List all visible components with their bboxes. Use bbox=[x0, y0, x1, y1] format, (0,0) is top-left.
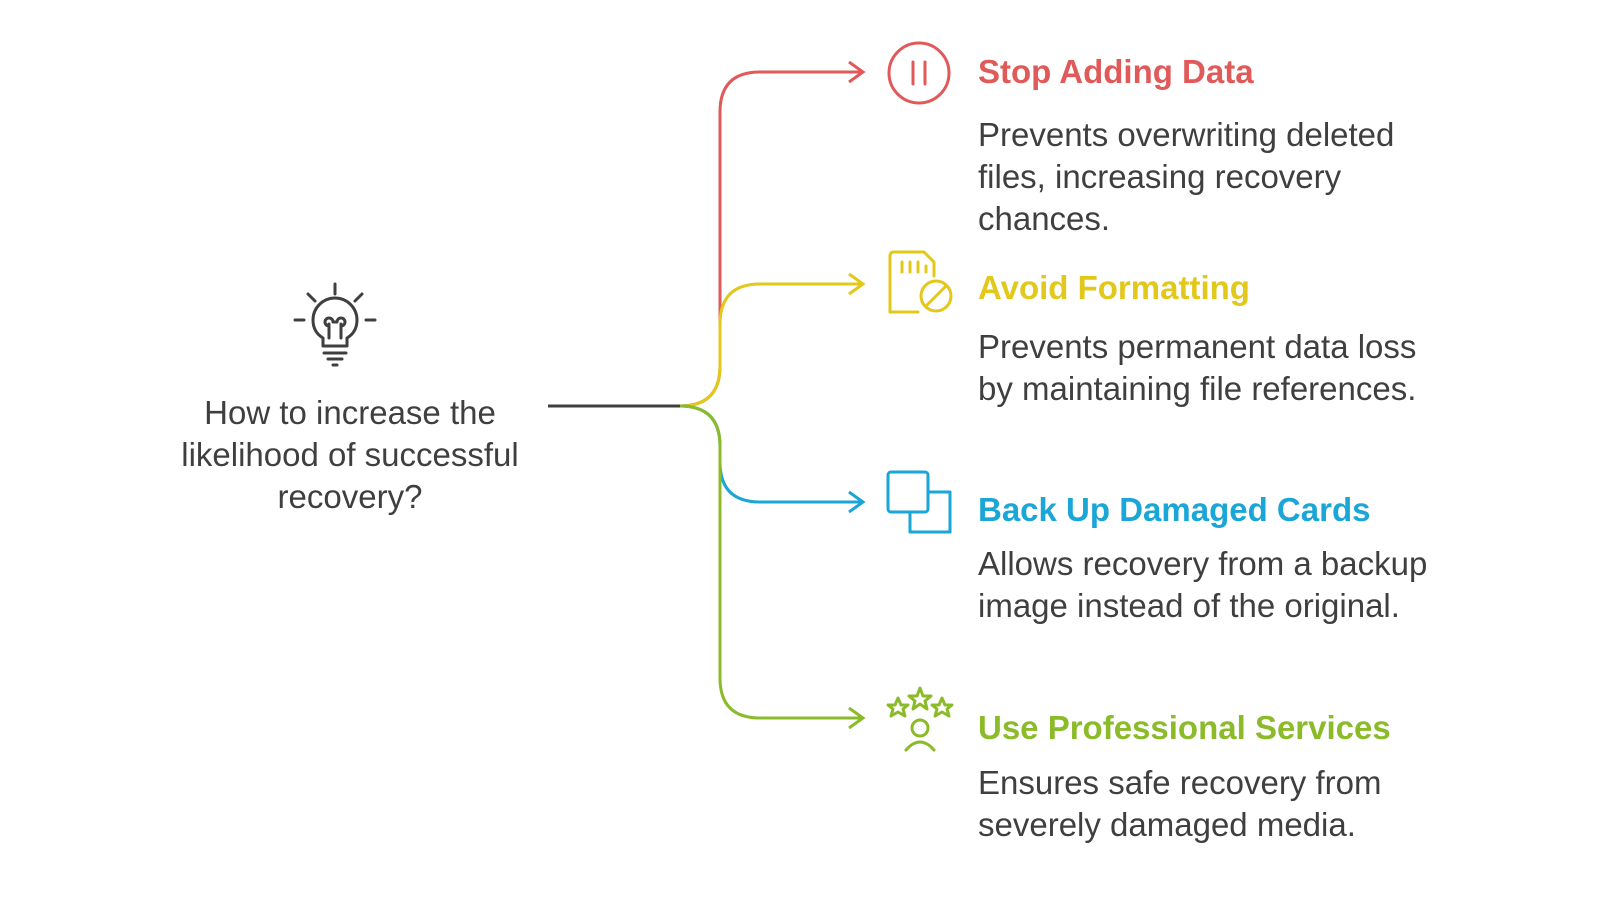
arrow-back-up bbox=[848, 490, 866, 514]
item-desc-back-up-damaged-cards: Allows recovery from a backup image inst… bbox=[978, 545, 1428, 624]
branch-professional bbox=[679, 404, 863, 720]
item-desc-use-professional-services: Ensures safe recovery from severely dama… bbox=[978, 764, 1382, 843]
item-desc-stop-adding-data: Prevents overwriting deleted files, incr… bbox=[978, 116, 1395, 237]
item-title-avoid-formatting: Avoid Formatting bbox=[978, 269, 1250, 306]
item-title-use-professional-services: Use Professional Services bbox=[978, 709, 1391, 746]
item-title-back-up-damaged-cards: Back Up Damaged Cards bbox=[978, 491, 1371, 528]
branch-avoid-formatting bbox=[679, 282, 863, 408]
item-desc-avoid-formatting: Prevents permanent data loss by maintain… bbox=[978, 328, 1417, 407]
arrow-stop-adding-data bbox=[848, 60, 866, 84]
copy-squares-icon bbox=[886, 470, 952, 534]
item-title-stop-adding-data: Stop Adding Data bbox=[978, 53, 1254, 90]
branch-stop-adding-data bbox=[679, 70, 863, 408]
sd-card-blocked-icon bbox=[888, 250, 953, 314]
arrow-avoid-formatting bbox=[848, 272, 866, 296]
branch-back-up bbox=[679, 404, 863, 504]
arrow-professional bbox=[848, 706, 866, 730]
lightbulb-icon bbox=[293, 282, 377, 367]
pause-icon bbox=[887, 41, 951, 105]
rated-person-icon bbox=[886, 686, 954, 752]
central-question: How to increase the likelihood of succes… bbox=[181, 394, 519, 515]
